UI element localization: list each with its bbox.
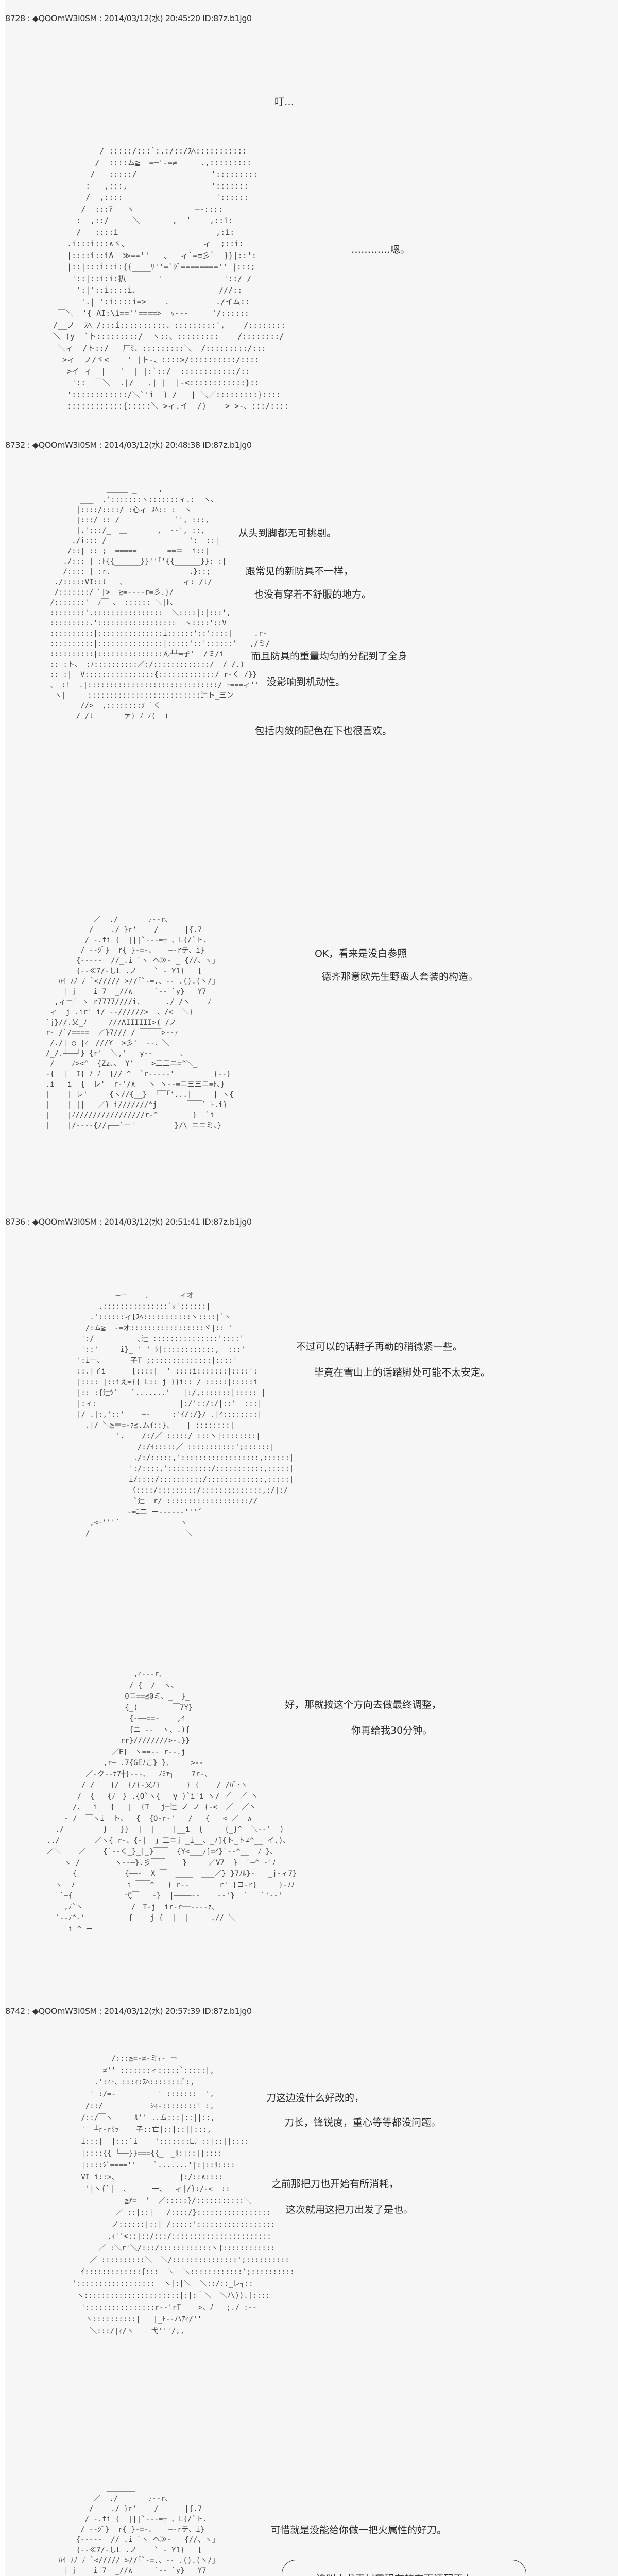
dialogue-line: 你再给我30分钟。 — [351, 1725, 433, 1736]
dialogue-line: 毕竟在雪山上的话踏脚处可能不太安定。 — [314, 1367, 491, 1378]
post-datetime: 2014/03/12(水) 20:57:39 — [104, 2006, 200, 2016]
ascii-art-character: ─一 . ィオ .:::::::::::::::`ｯ'::::::| .':::… — [77, 1292, 294, 1538]
post-number: 8732 — [5, 440, 25, 450]
dialogue-line: 也没有穿着不舒服的地方。 — [254, 589, 372, 600]
dialogue-line: 叮… — [274, 96, 295, 108]
post-header: 8732 : ◆QOOmW3I0SM : 2014/03/12(水) 20:48… — [5, 438, 252, 450]
post-header: 8742 : ◆QOOmW3I0SM : 2014/03/12(水) 20:57… — [5, 2004, 252, 2016]
post-id: ID:87z.b1jg0 — [202, 1217, 252, 1227]
post-header: 8728 : ◆QOOmW3I0SM : 2014/03/12(水) 20:45… — [5, 11, 252, 24]
ascii-art-character: /:::≧=-≠-ミｨ- ￢ ≠'' :::::::ィ:::::`:::::|,… — [72, 2055, 295, 2335]
post-sep: : — [27, 13, 32, 23]
ascii-art-character: ＿＿＿＿ ／ ./ ｧ--r、 / ./ }r' / |{.7 / -.fi {… — [45, 905, 234, 1130]
post-number: 8742 — [5, 2006, 25, 2016]
dialogue-line: 而且防具的重量均匀的分配到了全身 — [251, 651, 408, 662]
post-author: ◆QOOmW3I0SM — [32, 2006, 97, 2016]
post-author: ◆QOOmW3I0SM — [32, 1217, 97, 1227]
dialogue-line: 刀这边没什么好改的， — [266, 2092, 365, 2104]
dialogue-line: 这次就用这把刀出发了是也。 — [286, 2204, 414, 2215]
dialogue-line: OK，看来是没白参照 — [315, 948, 407, 959]
ascii-art-character: / :::::/:::`:.:/::/ｽﾍ::::::::::: / ::::ム… — [53, 146, 289, 411]
post-header: 8736 : ◆QOOmW3I0SM : 2014/03/12(水) 20:51… — [5, 1215, 252, 1227]
dialogue-line: 不过可以的话鞋子再勒的稍微紧一些。 — [296, 1341, 463, 1352]
page-background — [5, 0, 618, 2576]
speech-bubble: 谁叫火龙素材靠现在的在下还配不上。 — [282, 2560, 526, 2576]
dialogue-line: 包括内敛的配色在下也很喜欢。 — [255, 725, 392, 737]
post-datetime: 2014/03/12(水) 20:51:41 — [104, 1217, 200, 1227]
post-number: 8736 — [5, 1217, 25, 1227]
post-sep: : — [27, 440, 32, 450]
dialogue-line: 德齐那意欧先生野蛮人套装的构造。 — [321, 971, 478, 982]
post-author: ◆QOOmW3I0SM — [32, 13, 97, 23]
post-sep: : — [99, 1217, 104, 1227]
dialogue-line: 好，那就按这个方向去做最终调整， — [285, 1699, 442, 1710]
ascii-art-character: ＿＿＿＿ ／ ./ ｧ--r、 / ./ }r' / |{.7 / -.fi {… — [59, 2484, 219, 2575]
post-datetime: 2014/03/12(水) 20:45:20 — [104, 13, 200, 23]
post-id: ID:87z.b1jg0 — [202, 2006, 252, 2016]
post-datetime: 2014/03/12(水) 20:48:38 — [104, 440, 200, 450]
post-sep: : — [99, 440, 104, 450]
post-sep: : — [99, 13, 104, 23]
post-author: ◆QOOmW3I0SM — [32, 440, 97, 450]
ascii-art-character: ,ｨ---r、 / { / ヽ、 0ニ==≦0ミ、_ }_ {_( ￣7Y} {… — [46, 1670, 297, 1934]
dialogue-line: 跟常见的新防具不一样， — [246, 566, 354, 577]
ascii-art-character: ＿＿＿ _ . ___ .':::::::ヽ:::::::ィ.: ヽ、 |:::… — [50, 485, 270, 720]
post-sep: : — [27, 2006, 32, 2016]
post-id: ID:87z.b1jg0 — [202, 13, 252, 23]
dialogue-line: 之前那把刀也开始有所消耗， — [271, 2178, 399, 2190]
post-sep: : — [27, 1217, 32, 1227]
bubble-text: 谁叫火龙素材靠现在的在下还配不上。 — [316, 2571, 483, 2576]
post-id: ID:87z.b1jg0 — [202, 440, 252, 450]
post-number: 8728 — [5, 13, 25, 23]
dialogue-line: …………嗯。 — [351, 244, 410, 256]
post-sep: : — [99, 2006, 104, 2016]
dialogue-line: 没影响到机动性。 — [267, 676, 346, 688]
dialogue-line: 从头到脚都无可挑剔。 — [238, 528, 337, 539]
dialogue-line: 可惜就是没能给你做一把火属性的好刀。 — [270, 2524, 447, 2536]
dialogue-line: 刀长，锋锐度，重心等等都没问题。 — [284, 2117, 441, 2128]
